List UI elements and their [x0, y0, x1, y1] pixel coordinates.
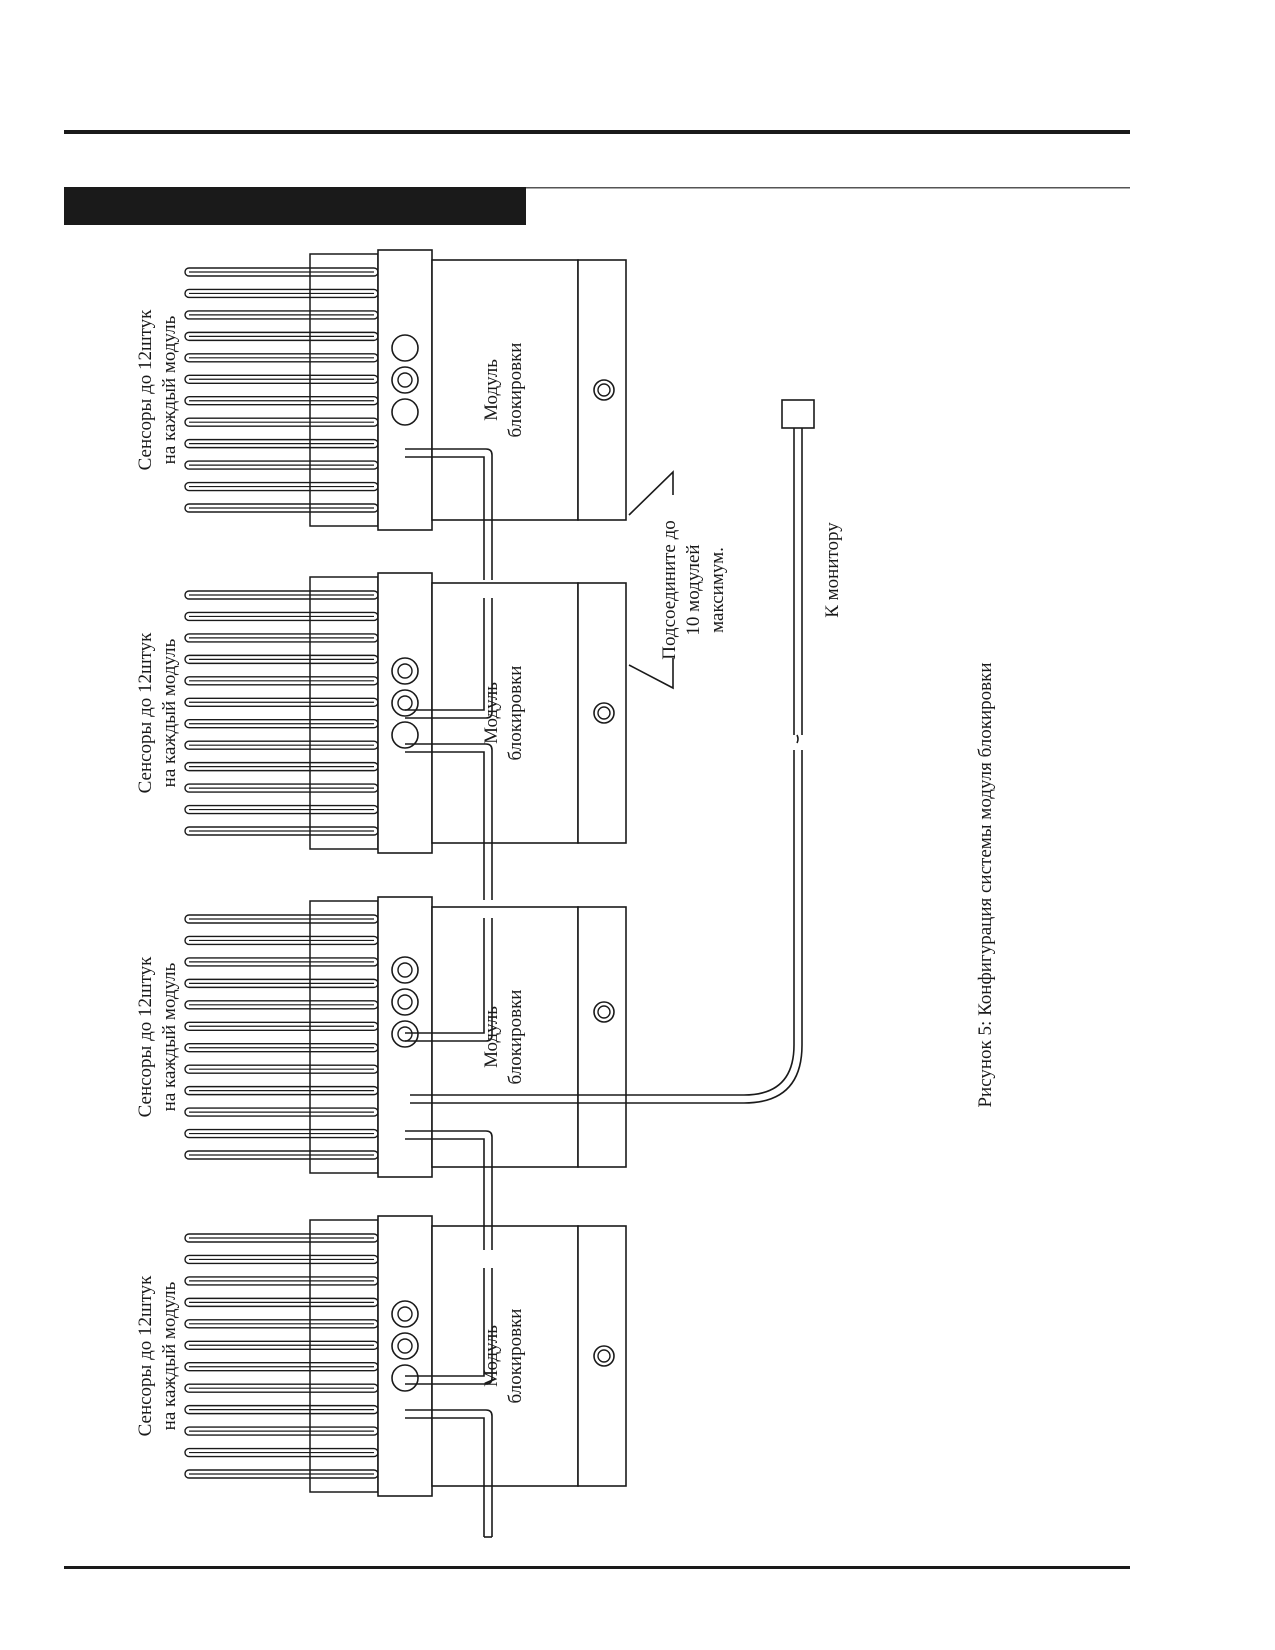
module-end-cap [577, 582, 627, 844]
cable-segment [405, 751, 485, 900]
cable-segment [405, 1130, 493, 1250]
module-body [431, 906, 579, 1168]
module-label-line-2: блокировки [505, 343, 526, 438]
status-led-icon [593, 702, 615, 724]
module-end-cap [577, 906, 627, 1168]
sensor-label-line-1: Сенсоры до 12штук [135, 632, 156, 794]
figure-caption: Рисунок 5: Конфигурация системы модуля б… [975, 662, 996, 1107]
monitor-cable [410, 399, 815, 1104]
module-end-cap [577, 1225, 627, 1487]
header-top-rule [64, 130, 1130, 134]
sensor-label-line-2: на каждый модуль [159, 315, 180, 464]
connector-port [391, 334, 419, 362]
connect-note-bracket-top [628, 470, 674, 516]
cable-segment [405, 1268, 485, 1377]
module-body [431, 259, 579, 521]
connector-port [391, 721, 419, 749]
module-body [431, 582, 579, 844]
connect-note-line-2: 10 модулей [683, 544, 704, 635]
daisy-chain-cables [405, 448, 493, 1538]
cable-segment [405, 743, 493, 900]
status-led-icon [593, 379, 615, 401]
connect-note-line-3: максимум. [707, 547, 728, 633]
status-led-icon [593, 1345, 615, 1367]
module-label-line-2: блокировки [505, 990, 526, 1085]
cable-segment [405, 598, 493, 719]
sensor-label-line-2: на каждый модуль [159, 1281, 180, 1430]
module-label-line-1: Модуль [481, 359, 502, 421]
section-title-rule [526, 187, 1130, 189]
cable-segment [405, 1268, 493, 1385]
cable-segment [405, 1409, 493, 1537]
sensor-label-line-1: Сенсоры до 12штук [135, 309, 156, 471]
cable-segment [405, 456, 485, 580]
section-title-bar [64, 187, 526, 225]
connect-note: Подсоедините до 10 модулей максимум. [628, 470, 728, 690]
cable-segment [405, 918, 493, 1042]
monitor-connector [781, 399, 815, 429]
cable-segment [405, 1417, 485, 1537]
connect-note-line-1: Подсоедините до [659, 520, 680, 660]
connect-note-bracket-bottom [628, 658, 674, 690]
module-end-cap [577, 259, 627, 521]
cable-segment [405, 598, 485, 711]
cable-segment [405, 448, 493, 580]
monitor-label: К монитору [822, 522, 843, 618]
connector-port [391, 398, 419, 426]
module-label-line-2: блокировки [505, 666, 526, 761]
footer-rule [64, 1566, 1130, 1569]
status-led-icon [593, 1001, 615, 1023]
cable-segment [405, 1138, 485, 1250]
module-label-line-2: блокировки [505, 1309, 526, 1404]
sensor-label-line-2: на каждый модуль [159, 638, 180, 787]
connector-port [391, 1364, 419, 1392]
sensor-label-line-1: Сенсоры до 12штук [135, 1275, 156, 1437]
sensor-label-line-1: Сенсоры до 12штук [135, 956, 156, 1118]
module-body [431, 1225, 579, 1487]
sensor-label-line-2: на каждый модуль [159, 962, 180, 1111]
cable-segment [405, 918, 485, 1034]
